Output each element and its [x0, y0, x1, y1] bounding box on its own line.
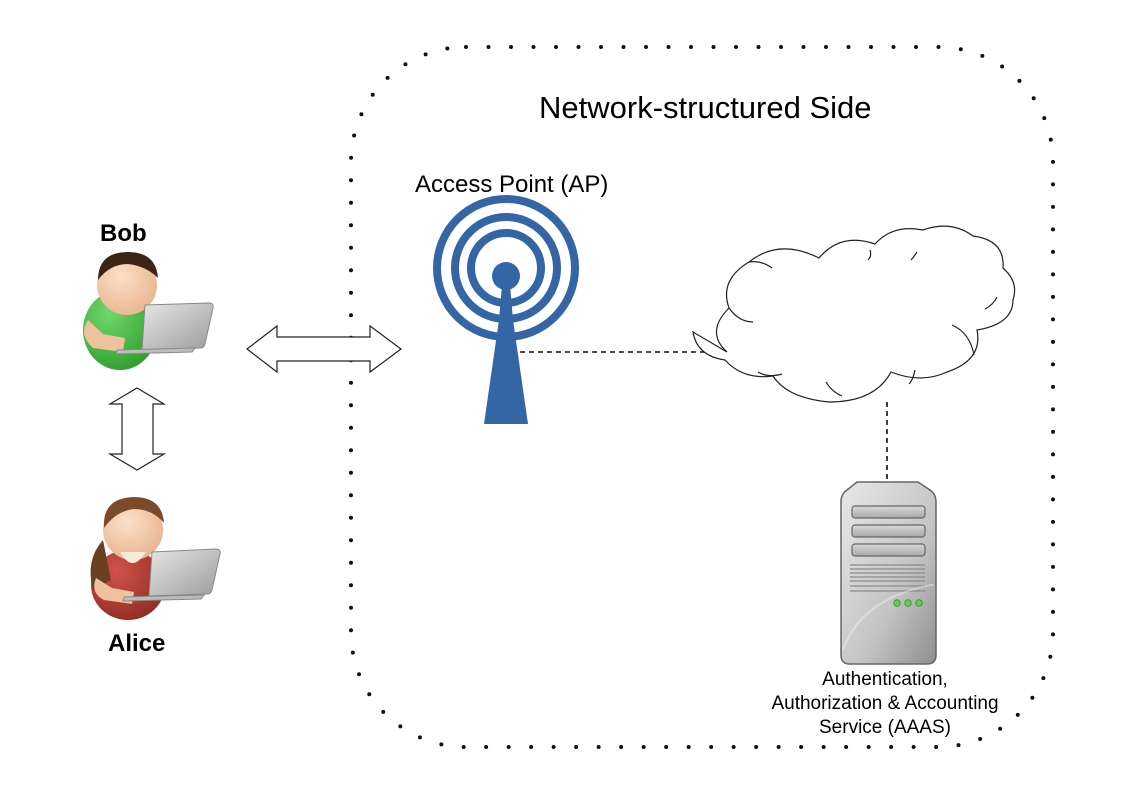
network-side-boundary	[349, 45, 1055, 749]
access-point-antenna-icon	[433, 195, 579, 424]
server-status-lights	[893, 599, 923, 607]
laptop-icon	[122, 548, 221, 602]
cloud-icon	[692, 225, 1016, 403]
aaas-label-line-1: Authentication,	[822, 669, 948, 690]
alice-user-icon	[90, 497, 221, 620]
aaas-server-icon	[840, 481, 937, 665]
bob-ap-double-arrow	[246, 324, 403, 374]
access-point-label: Access Point (AP)	[415, 171, 609, 198]
network-side-title: Network-structured Side	[539, 90, 872, 125]
aaas-label-line-2: Authorization & Accounting	[771, 693, 999, 714]
alice-label: Alice	[108, 630, 166, 657]
bob-alice-double-arrow	[107, 387, 167, 471]
bob-user-icon	[83, 252, 214, 370]
aaas-label-line-3: Service (AAAS)	[819, 717, 951, 738]
bob-label: Bob	[100, 220, 147, 247]
cloud-inner-arcs	[728, 249, 998, 397]
aaas-label: Authentication, Authorization & Accounti…	[760, 668, 1010, 740]
laptop-icon	[115, 302, 214, 355]
